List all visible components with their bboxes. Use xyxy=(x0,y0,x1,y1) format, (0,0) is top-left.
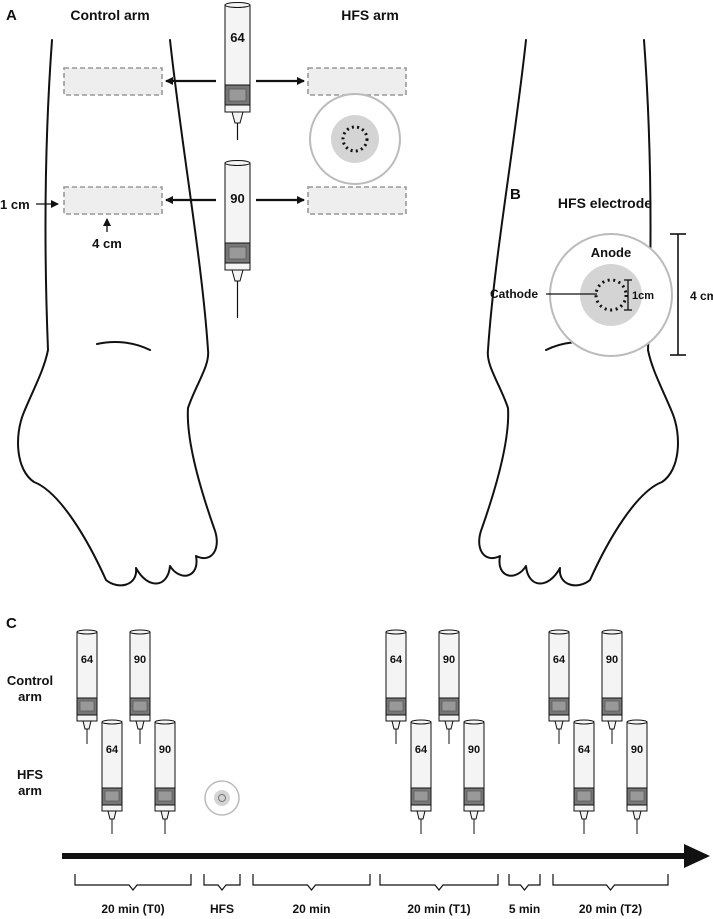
dimension-width-label: 1 cm xyxy=(0,197,30,212)
interval-label-5: 5 min xyxy=(509,902,540,916)
probe-90-label: 90 xyxy=(230,191,244,206)
probe-t1-hfs-64-label: 64 xyxy=(415,744,428,756)
interval-label-4: 20 min (T1) xyxy=(407,902,470,916)
probe-t1-hfs-90: 90 xyxy=(463,719,485,834)
probe-t2-control-64-label: 64 xyxy=(553,654,566,666)
panel-b-letter: B xyxy=(510,186,521,203)
row-label-control-line2: arm xyxy=(18,689,42,704)
probe-t0-control-64-label: 64 xyxy=(81,654,94,666)
probe-t1-control-90-label: 90 xyxy=(443,654,455,666)
probe-t2-hfs-90-label: 90 xyxy=(631,744,643,756)
probe-t2-hfs-90: 90 xyxy=(626,719,648,834)
timeline-hfs-electrode xyxy=(204,780,240,816)
probe-t2-hfs-64: 64 xyxy=(573,719,595,834)
electrode-cathode-ring xyxy=(594,278,628,312)
probe-t0-control-64: 64 xyxy=(76,629,98,744)
interval-bracket-3 xyxy=(252,874,371,891)
control-arm-label: Control arm xyxy=(70,7,149,23)
probe-t0-hfs-90-label: 90 xyxy=(159,744,171,756)
probe-64-label: 64 xyxy=(230,30,245,45)
probe-t0-control-90-label: 90 xyxy=(134,654,146,666)
row-label-control-line1: Control xyxy=(7,673,53,688)
time-axis-arrowhead xyxy=(684,844,710,868)
probe-t2-control-90: 90 xyxy=(601,629,623,744)
interval-bracket-2 xyxy=(203,874,241,891)
inner-dimension-bracket xyxy=(624,279,632,311)
control-site-top xyxy=(63,67,163,96)
interval-bracket-6 xyxy=(552,874,669,891)
panel-a-letter: A xyxy=(6,7,17,24)
probe-90: 90 xyxy=(224,160,251,318)
probe-t0-hfs-64-label: 64 xyxy=(106,744,119,756)
probe-timeline: 64 90 64 90 64 90 64 90 64 90 64 90 xyxy=(76,629,648,834)
hfs-arm-label: HFS arm xyxy=(341,7,399,23)
interval-brackets: 20 min (T0) HFS 20 min 20 min (T1) 5 min 20 m… xyxy=(74,874,669,916)
interval-label-2: HFS xyxy=(210,902,234,916)
probe-t1-hfs-90-label: 90 xyxy=(468,744,480,756)
probe-t0-hfs-64: 64 xyxy=(101,719,123,834)
hfs-site-top xyxy=(307,67,407,96)
probe-t2-hfs-64-label: 64 xyxy=(578,744,591,756)
outer-dimension-label: 4 cm xyxy=(690,289,713,303)
dimension-length-label: 4 cm xyxy=(92,236,122,251)
panel-a: A Control arm HFS arm xyxy=(0,2,679,587)
cathode-label: Cathode xyxy=(490,287,538,301)
arm-electrode xyxy=(309,93,401,185)
interval-bracket-5 xyxy=(508,874,541,891)
panel-b: B HFS electrode Anode Cathode 1cm 4 cm xyxy=(490,186,713,357)
probe-64: 64 xyxy=(224,2,251,140)
probe-t2-control-90-label: 90 xyxy=(606,654,618,666)
interval-label-1: 20 min (T0) xyxy=(101,902,164,916)
probe-t1-control-90: 90 xyxy=(438,629,460,744)
interval-bracket-1 xyxy=(74,874,192,891)
control-arm-outline xyxy=(17,39,218,587)
probe-t1-control-64: 64 xyxy=(385,629,407,744)
probe-t1-hfs-64: 64 xyxy=(410,719,432,834)
anode-label: Anode xyxy=(591,245,631,260)
control-site-bottom xyxy=(63,186,163,215)
hfs-site-bottom xyxy=(307,186,407,215)
probe-t0-hfs-90: 90 xyxy=(154,719,176,834)
interval-label-3: 20 min xyxy=(292,902,330,916)
outer-dimension-bracket xyxy=(670,233,686,356)
inner-dimension-label: 1cm xyxy=(632,290,654,302)
probe-t1-control-64-label: 64 xyxy=(390,654,403,666)
probe-t2-control-64: 64 xyxy=(548,629,570,744)
interval-bracket-4 xyxy=(379,874,499,891)
row-label-hfs-line1: HFS xyxy=(17,767,43,782)
hfs-electrode-title: HFS electrode xyxy=(558,195,652,211)
probe-t0-control-90: 90 xyxy=(129,629,151,744)
panel-c-letter: C xyxy=(6,615,17,632)
row-label-hfs-line2: arm xyxy=(18,783,42,798)
interval-label-6: 20 min (T2) xyxy=(579,902,642,916)
